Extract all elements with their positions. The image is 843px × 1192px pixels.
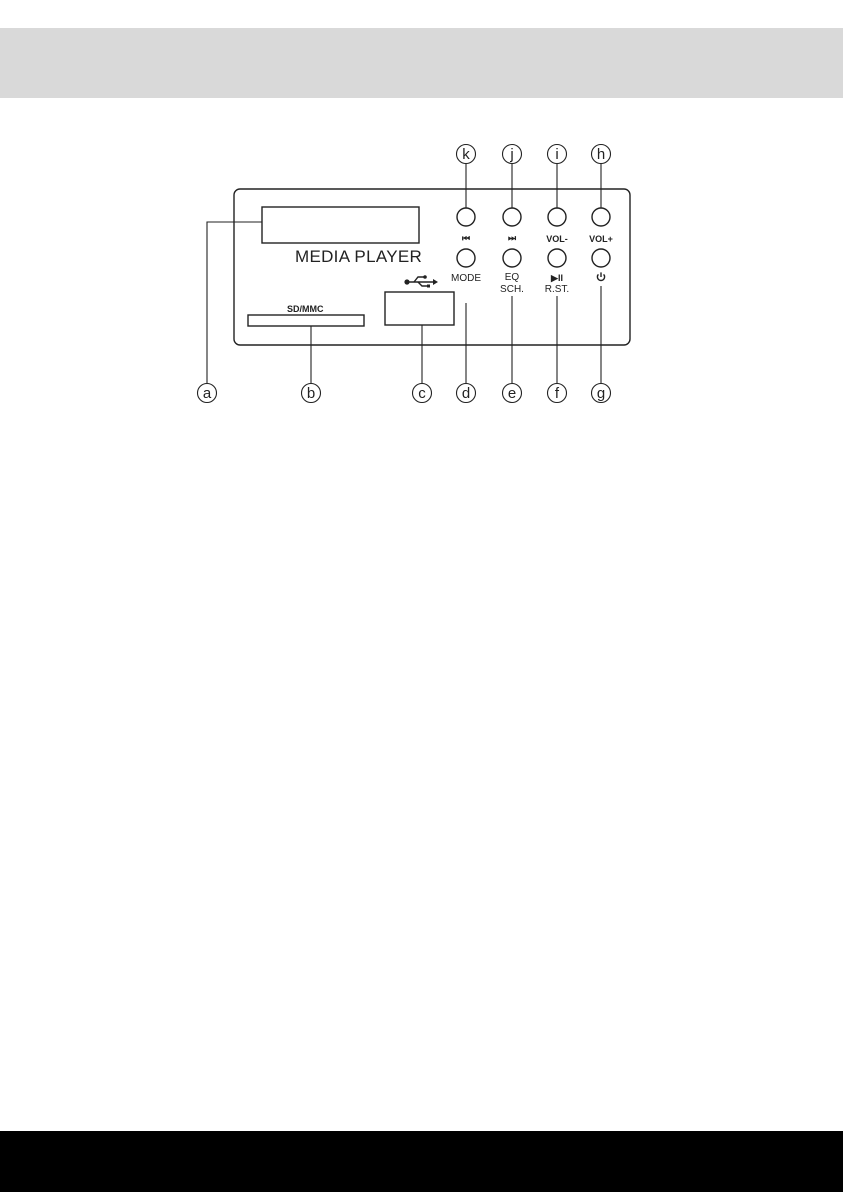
power-button[interactable]	[592, 249, 610, 267]
panel-outline	[234, 189, 630, 345]
rst-label: R.ST.	[545, 284, 569, 295]
mode-button[interactable]	[457, 249, 475, 267]
play-pause-button[interactable]	[548, 249, 566, 267]
callout-f: f	[548, 384, 567, 403]
usb-port[interactable]	[385, 292, 454, 325]
callout-j: j	[503, 145, 522, 164]
callout-e: e	[503, 384, 522, 403]
svg-text:j: j	[509, 146, 513, 163]
vol-plus-label: VOL+	[589, 234, 613, 244]
sch-label: SCH.	[500, 284, 524, 295]
eq-label: EQ	[505, 272, 520, 283]
sd-label: SD/MMC	[287, 304, 324, 314]
callout-b: b	[302, 384, 321, 403]
callout-a: a	[198, 384, 217, 403]
svg-text:e: e	[508, 385, 516, 402]
next-label: ⏭	[508, 233, 517, 243]
svg-text:k: k	[462, 146, 470, 163]
svg-text:c: c	[418, 385, 426, 402]
prev-button[interactable]	[457, 208, 475, 226]
svg-text:f: f	[555, 385, 560, 402]
vol-minus-label: VOL-	[546, 234, 568, 244]
callout-h: h	[592, 145, 611, 164]
callout-d: d	[457, 384, 476, 403]
svg-text:g: g	[597, 385, 605, 402]
svg-text:i: i	[555, 146, 558, 163]
power-icon	[597, 272, 604, 280]
callout-i: i	[548, 145, 567, 164]
panel-title: MEDIA PLAYER	[295, 247, 422, 266]
svg-text:b: b	[307, 385, 315, 402]
vol-minus-button[interactable]	[548, 208, 566, 226]
svg-text:h: h	[597, 146, 605, 163]
sd-card-slot[interactable]	[248, 315, 364, 326]
eq-sch-button[interactable]	[503, 249, 521, 267]
mode-label: MODE	[451, 273, 481, 284]
svg-text:a: a	[203, 385, 212, 402]
display-window	[262, 207, 419, 243]
vol-plus-button[interactable]	[592, 208, 610, 226]
usb-icon	[404, 275, 438, 287]
callout-c: c	[413, 384, 432, 403]
play-pause-label: ▶II	[550, 273, 563, 283]
prev-label: ⏮	[462, 233, 470, 243]
svg-text:d: d	[462, 385, 470, 402]
next-button[interactable]	[503, 208, 521, 226]
callout-g: g	[592, 384, 611, 403]
callout-k: k	[457, 145, 476, 164]
